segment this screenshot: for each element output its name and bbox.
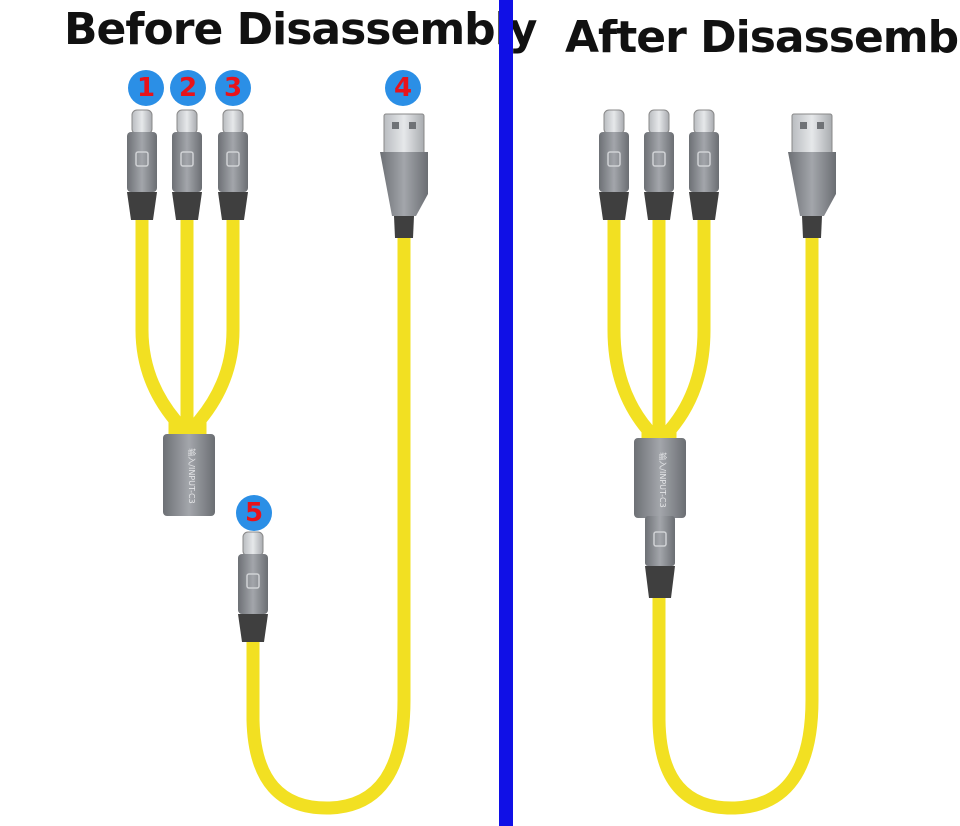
badge-5: 5 — [236, 495, 272, 531]
typec-connector-1 — [126, 109, 158, 221]
badge-2: 2 — [170, 70, 206, 106]
typec-connector-after-1 — [598, 109, 630, 221]
badge-4: 4 — [385, 70, 421, 106]
cable-hub-assembled: 输入/INPUT-C3 — [634, 438, 686, 598]
badge-3: 3 — [215, 70, 251, 106]
divider-line — [499, 0, 513, 826]
typec-connector-after-3 — [688, 109, 720, 221]
usb-a-connector — [379, 113, 429, 239]
after-cable-set: 输入/INPUT-C3 — [598, 109, 837, 815]
before-cable-set: 输入/INPUT-C3 — [126, 109, 429, 815]
cable-hub: 输入/INPUT-C3 — [163, 434, 215, 516]
after-title: After Disassembly — [565, 12, 960, 63]
svg-text:输入/INPUT-C3: 输入/INPUT-C3 — [658, 452, 668, 507]
before-title: Before Disassembly — [64, 4, 537, 55]
typec-connector-after-2 — [643, 109, 675, 221]
typec-connector-2 — [171, 109, 203, 221]
svg-text:输入/INPUT-C3: 输入/INPUT-C3 — [187, 448, 197, 503]
typec-connector-5 — [237, 531, 269, 643]
usb-a-connector-after — [787, 113, 837, 239]
typec-connector-3 — [217, 109, 249, 221]
badge-1: 1 — [128, 70, 164, 106]
